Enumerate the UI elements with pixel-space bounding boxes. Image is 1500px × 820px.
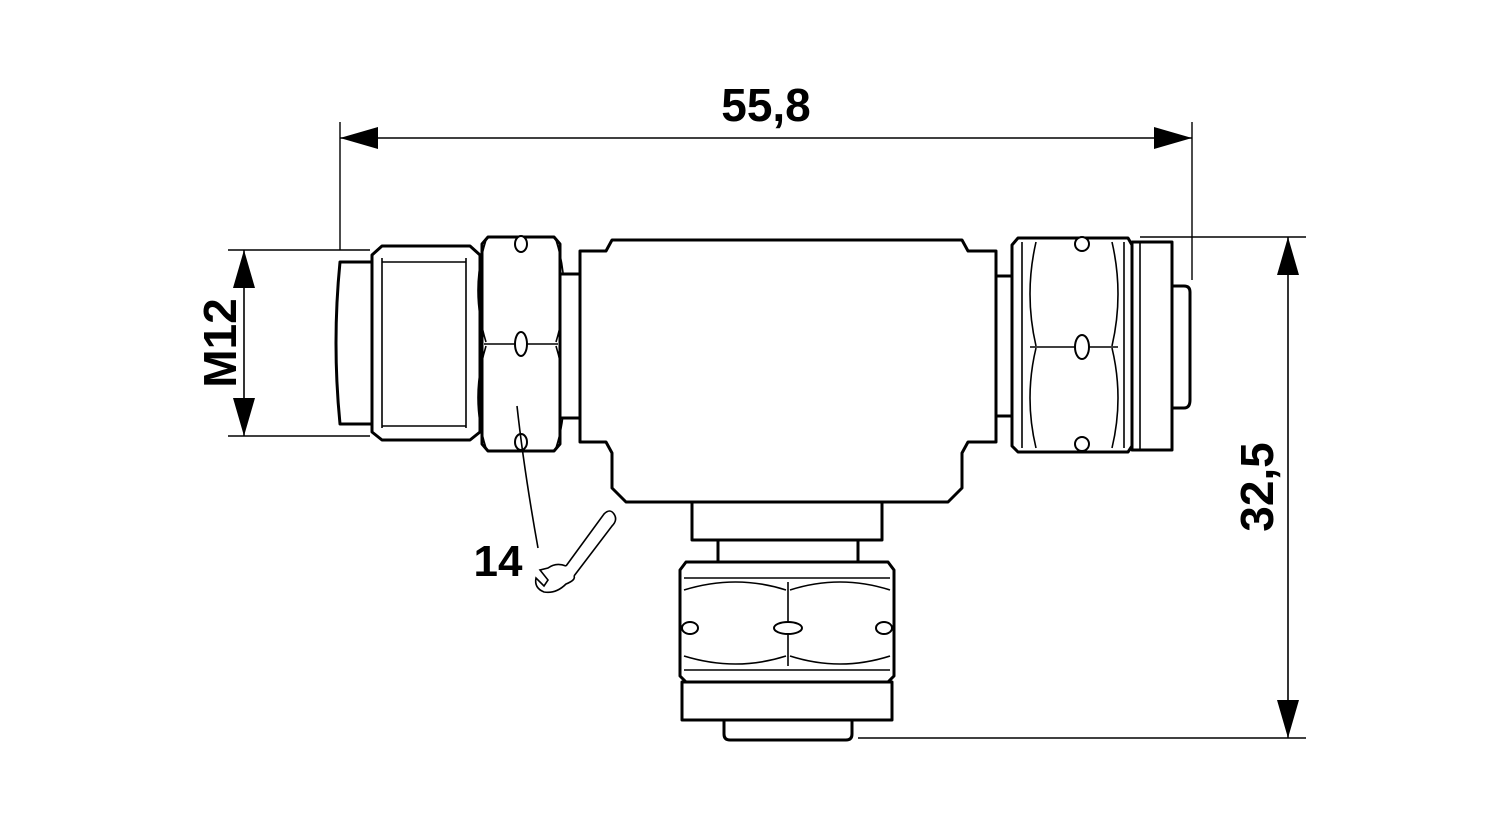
left-nut-slot-mid	[514, 331, 528, 357]
bottom-neck-upper	[690, 500, 884, 542]
left-male-connector	[334, 235, 582, 453]
bottom-nut-facet-right	[789, 581, 891, 665]
width-arrow-left	[340, 127, 378, 149]
left-neck	[558, 272, 582, 420]
right-face-cap	[1170, 284, 1192, 410]
tee-body-housing	[578, 238, 998, 504]
thread-dimension-value: M12	[194, 298, 246, 387]
wrench-callout: 14	[474, 405, 617, 594]
right-nut-slot-bottom	[1074, 436, 1090, 452]
bottom-neck-lower	[716, 538, 860, 564]
left-nut-slot-top	[514, 235, 528, 253]
bottom-face-cap	[722, 718, 854, 742]
height-dimension-value: 32,5	[1231, 442, 1283, 532]
right-nut-slot-top	[1074, 236, 1090, 252]
thread-dimension: M12	[194, 249, 370, 437]
left-pin-tip	[334, 260, 374, 426]
right-nut-slot-mid	[1074, 334, 1090, 360]
width-arrow-right	[1154, 127, 1192, 149]
bottom-nut-slot-right	[875, 621, 893, 635]
bottom-nut-slot-mid	[773, 621, 803, 635]
bottom-rear-sleeve	[680, 680, 894, 722]
right-female-connector	[994, 236, 1192, 454]
bottom-female-connector	[678, 560, 896, 742]
bottom-nut-slot-left	[681, 621, 699, 635]
right-neck	[994, 274, 1014, 418]
width-dimension-value: 55,8	[721, 79, 811, 131]
bottom-nut-facet-left	[683, 581, 787, 665]
thread-arrow-top	[233, 250, 255, 288]
height-arrow-bottom	[1277, 700, 1299, 738]
right-nut-facet-upper	[1029, 241, 1119, 347]
right-coupling-nut	[1010, 236, 1134, 454]
tee-body	[578, 238, 998, 564]
right-rear-sleeve	[1130, 240, 1174, 452]
wrench-size-label: 14	[474, 537, 523, 586]
height-dimension: 32,5	[858, 236, 1306, 739]
wrench-leader-line	[516, 405, 539, 549]
height-arrow-top	[1277, 237, 1299, 275]
left-thread-sleeve	[370, 244, 482, 442]
width-dimension: 55,8	[339, 79, 1193, 280]
right-nut-facet-lower	[1029, 347, 1119, 449]
wrench-icon	[534, 510, 617, 594]
thread-arrow-bottom	[233, 398, 255, 436]
